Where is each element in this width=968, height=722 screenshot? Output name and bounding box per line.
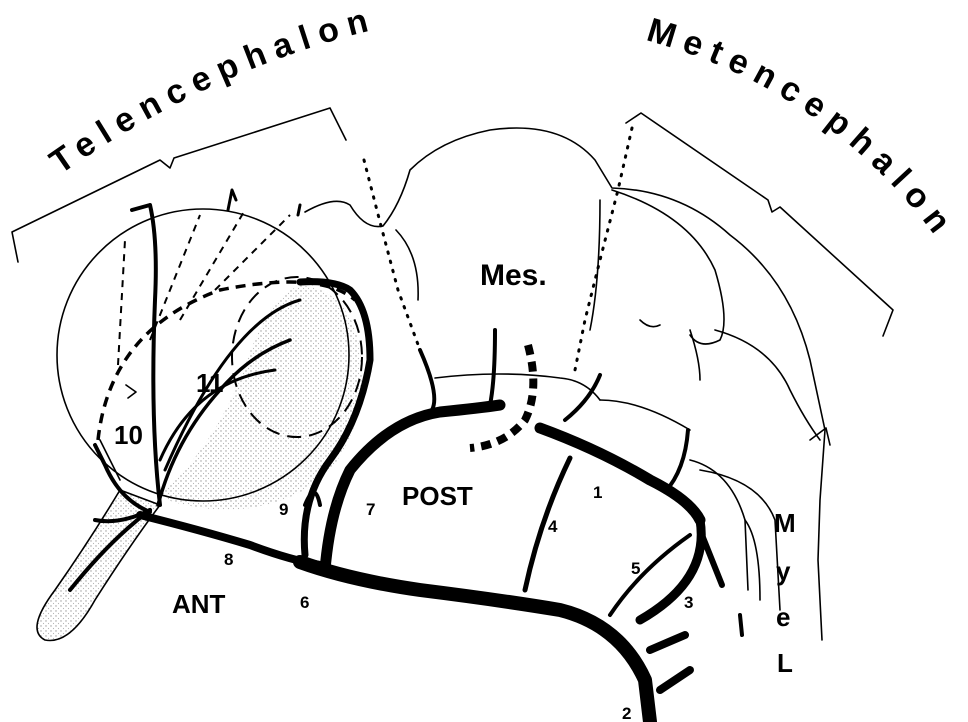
vessel-right-tip (740, 615, 742, 635)
number-6: 6 (300, 593, 309, 612)
myel-letter-2: y (776, 556, 791, 586)
vessel-top-twig (228, 190, 236, 210)
spinal-stub-2 (660, 670, 690, 690)
post-branch-c (565, 375, 600, 420)
number-3: 3 (684, 593, 693, 612)
post-branch-a (420, 350, 434, 410)
spinal-stub-1 (650, 635, 685, 650)
number-2: 2 (622, 704, 631, 722)
metencephalon-label: Metencephalon (643, 11, 964, 247)
main-trunk-vessel (300, 562, 650, 722)
post-branch-b (490, 330, 495, 405)
vessel-10 (132, 205, 160, 505)
number-4: 4 (548, 517, 558, 536)
olfactory-bulb (37, 440, 160, 641)
myel-letter-3: e (776, 602, 790, 632)
myel-letter-4: L (777, 648, 793, 678)
number-11: 11 (196, 368, 224, 398)
vessel-5 (610, 535, 690, 615)
vessel-network (70, 190, 742, 722)
dashed-thick-vessel (470, 345, 533, 448)
myel-letter-1: M (774, 508, 796, 538)
vessel-top-twig-2 (298, 205, 300, 215)
mes-label: Mes. (480, 259, 547, 292)
vessel-right-twig (700, 530, 722, 585)
vessel-1-branch (665, 430, 688, 492)
post-label: POST (402, 481, 473, 511)
telencephalon-label: Telencephalon (43, 0, 380, 181)
telencephalon-bracket (12, 108, 346, 262)
brain-outline (305, 128, 830, 640)
number-7: 7 (366, 500, 375, 519)
number-1: 1 (593, 483, 602, 502)
number-10: 10 (114, 420, 143, 450)
number-5: 5 (631, 559, 640, 578)
number-9: 9 (279, 500, 288, 519)
ant-label: ANT (172, 589, 226, 619)
number-8: 8 (224, 550, 233, 569)
mes-met-boundary (575, 128, 632, 370)
